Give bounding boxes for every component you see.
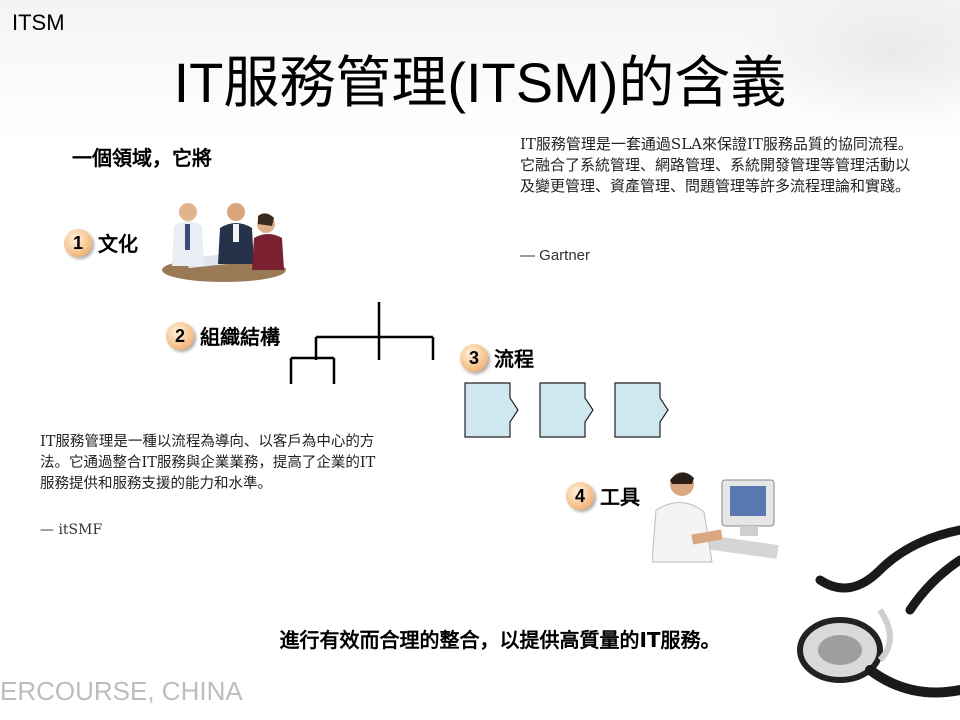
gartner-quote: IT服務管理是一套通過SLA來保證IT服務品質的協同流程。它融合了系統管理、網路… [520,135,913,195]
org-chart-icon [289,302,435,384]
section-heading: 一個領域，它將 [72,146,212,170]
process-step-2 [539,382,594,438]
process-step-3 [614,382,669,438]
item-2-label: 組織結構 [200,325,280,349]
slide-title: IT服務管理(ITSM)的含義 [173,51,787,114]
conclusion-text: 進行有效而合理的整合，以提供高質量的IT服務。 [279,628,721,652]
gartner-quote-source: — Gartner [520,247,591,264]
process-flow-icon [464,382,669,438]
watermark-crest [740,0,960,130]
business-meeting-photo [158,190,290,282]
header-background [0,0,960,140]
item-3-label: 流程 [494,347,534,371]
corner-tag: ITSM [12,10,65,35]
footer-watermark: ERCOURSE, CHINA [0,676,243,706]
item-1-label: 文化 [98,232,138,256]
itsmf-quote-source: — itSMF [40,522,103,538]
item-2-badge: 2 [166,322,194,350]
item-1-badge: 1 [64,229,92,257]
call-center-operator-photo [652,466,784,564]
process-step-1 [464,382,519,438]
item-4-label: 工具 [600,485,640,509]
item-4-badge: 4 [566,482,594,510]
stethoscope-photo [797,525,960,698]
item-3-badge: 3 [460,344,488,372]
itsmf-quote: IT服務管理是一種以流程為導向、以客戶為中心的方法。它通過整合IT服務與企業業務… [40,434,376,492]
